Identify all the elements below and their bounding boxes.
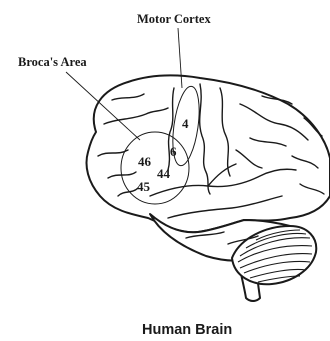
motor-cortex-label: Motor Cortex (137, 12, 211, 26)
area-46-label: 46 (138, 154, 152, 169)
area-45-label: 45 (137, 179, 151, 194)
cerebrum-outline (87, 75, 330, 232)
area-4-label: 4 (182, 116, 189, 131)
area-44-label: 44 (157, 166, 171, 181)
area-6-label: 6 (170, 144, 177, 159)
brocas-area-label: Broca's Area (18, 55, 87, 69)
figure-caption: Human Brain (142, 322, 232, 338)
